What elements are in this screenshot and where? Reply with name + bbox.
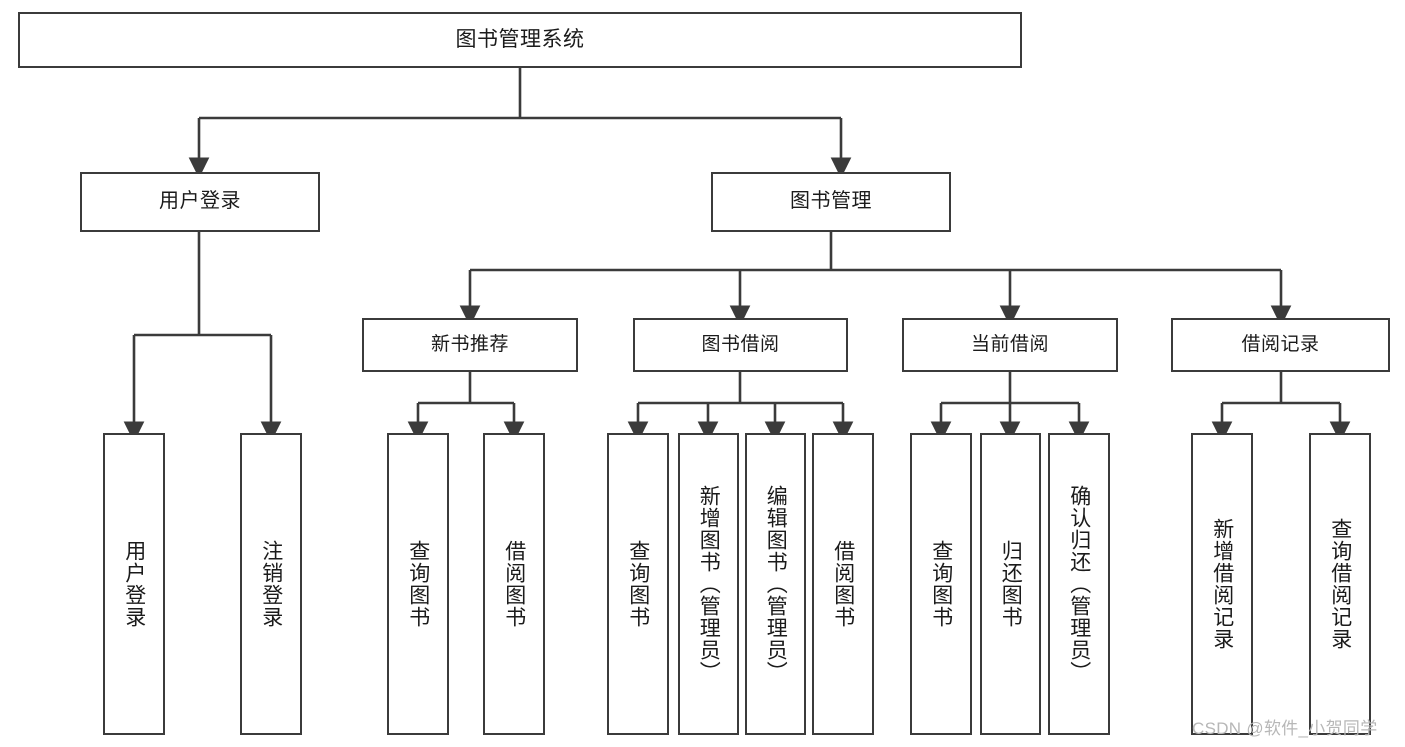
leaf-return-book[interactable]: 归还图书 xyxy=(980,433,1041,735)
node-root-label: 图书管理系统 xyxy=(455,27,585,51)
leaf-confirm-return-admin-label: 确认归还（管理员） xyxy=(1067,485,1091,683)
leaf-return-book-label: 归还图书 xyxy=(999,540,1023,628)
leaf-query-borrow-record[interactable]: 查询借阅记录 xyxy=(1309,433,1371,735)
node-current-borrow-label: 当前借阅 xyxy=(970,333,1049,355)
node-user-login[interactable]: 用户登录 xyxy=(80,172,320,232)
leaf-user-login[interactable]: 用户登录 xyxy=(103,433,165,735)
leaf-add-book-admin-label: 新增图书（管理员） xyxy=(697,485,721,683)
leaf-add-borrow-record[interactable]: 新增借阅记录 xyxy=(1191,433,1253,735)
leaf-query-book-borrow-label: 查询图书 xyxy=(626,540,650,628)
node-borrow-record[interactable]: 借阅记录 xyxy=(1171,318,1390,372)
watermark-text: CSDN @软件_小贺同学 xyxy=(1192,719,1378,738)
leaf-query-book-current-label: 查询图书 xyxy=(929,540,953,628)
leaf-add-book-admin[interactable]: 新增图书（管理员） xyxy=(678,433,739,735)
leaf-borrow-book-recommend-label: 借阅图书 xyxy=(502,540,526,628)
node-new-book-recommend-label: 新书推荐 xyxy=(430,333,509,355)
leaf-logout-label: 注销登录 xyxy=(259,540,283,628)
leaf-logout[interactable]: 注销登录 xyxy=(240,433,302,735)
node-book-management-label: 图书管理 xyxy=(790,190,872,213)
node-current-borrow[interactable]: 当前借阅 xyxy=(902,318,1118,372)
leaf-borrow-book[interactable]: 借阅图书 xyxy=(812,433,874,735)
leaf-user-login-label: 用户登录 xyxy=(122,540,146,628)
leaf-add-borrow-record-label: 新增借阅记录 xyxy=(1210,518,1234,650)
node-book-borrow[interactable]: 图书借阅 xyxy=(633,318,848,372)
leaf-edit-book-admin-label: 编辑图书（管理员） xyxy=(764,485,788,683)
node-user-login-label: 用户登录 xyxy=(159,190,241,213)
leaf-query-book-borrow[interactable]: 查询图书 xyxy=(607,433,669,735)
leaf-query-borrow-record-label: 查询借阅记录 xyxy=(1328,518,1352,650)
leaf-query-book-current[interactable]: 查询图书 xyxy=(910,433,972,735)
leaf-borrow-book-recommend[interactable]: 借阅图书 xyxy=(483,433,545,735)
leaf-query-book-recommend[interactable]: 查询图书 xyxy=(387,433,449,735)
node-book-management[interactable]: 图书管理 xyxy=(711,172,951,232)
leaf-borrow-book-label: 借阅图书 xyxy=(831,540,855,628)
leaf-query-book-recommend-label: 查询图书 xyxy=(406,540,430,628)
node-borrow-record-label: 借阅记录 xyxy=(1241,333,1320,355)
leaf-edit-book-admin[interactable]: 编辑图书（管理员） xyxy=(745,433,806,735)
leaf-confirm-return-admin[interactable]: 确认归还（管理员） xyxy=(1048,433,1110,735)
node-root[interactable]: 图书管理系统 xyxy=(18,12,1022,68)
node-new-book-recommend[interactable]: 新书推荐 xyxy=(362,318,578,372)
node-book-borrow-label: 图书借阅 xyxy=(701,333,780,355)
